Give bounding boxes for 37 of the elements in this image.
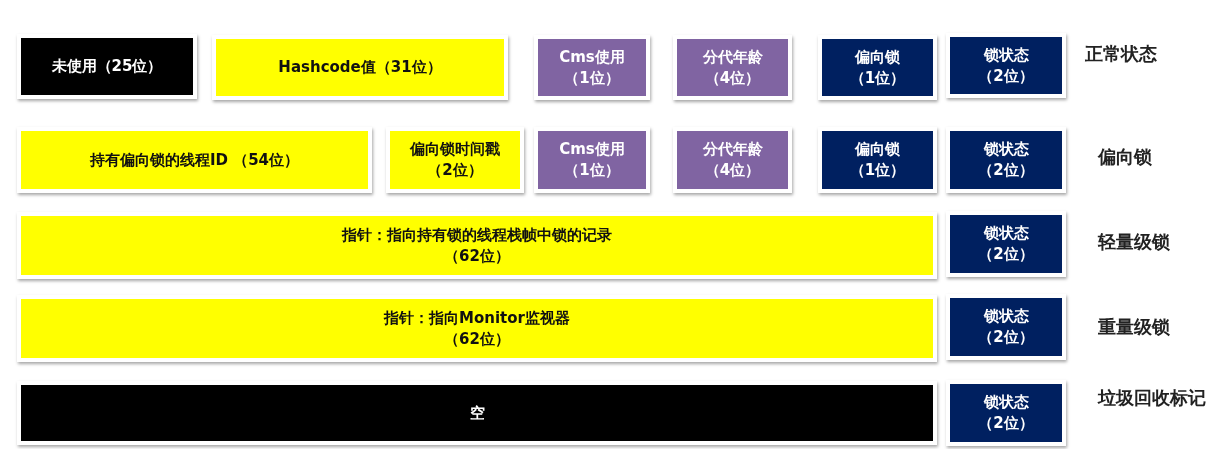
bit-field-label: Cms使用 [559,46,625,68]
bit-field-label: 空 [469,402,485,424]
bit-field-label: 偏向锁 [855,139,900,160]
bit-field-label: 分代年龄 [702,139,763,160]
bit-field-label: 偏向锁时间戳 [410,139,500,160]
row-state-label: 正常状态 [1085,42,1157,66]
bit-field-label: （4位） [704,160,761,181]
bit-field-label: Hashcode值（31位） [278,57,442,78]
bit-field-label: （1位） [564,67,620,89]
bit-field-label: （1位） [564,160,620,181]
bit-field-label: （2位） [978,65,1034,87]
bit-field-label: （1位） [849,160,906,181]
bit-field-label: 偏向锁 [855,46,900,68]
bit-field-label: （4位） [704,67,761,89]
bit-field-label: （62位） [444,245,510,267]
bit-field-label: 锁状态 [983,392,1029,413]
bit-field-label: 分代年龄 [702,46,763,68]
bit-field-label: Cms使用 [559,139,625,160]
row-state-label: 偏向锁 [1098,145,1152,169]
bit-field-label: 锁状态 [983,44,1029,66]
bit-field-label: （2位） [978,244,1034,265]
bit-field-label: （62位） [444,328,510,350]
bit-field-label: （2位） [427,160,483,181]
bit-field-label: （2位） [978,413,1034,434]
row-state-label: 重量级锁 [1098,315,1170,339]
bit-field-label: （2位） [978,327,1034,348]
bit-field-label: 指针：指向Monitor监视器 [384,307,570,329]
bit-field-label: 未使用（25位） [51,56,163,77]
bit-field-label: （1位） [849,67,906,89]
row-state-label: 垃圾回收标记 [1098,386,1206,410]
bit-field-label: （2位） [978,160,1034,181]
bit-field-label: 锁状态 [983,223,1029,244]
bit-field-label: 持有偏向锁的线程ID （54位） [89,149,300,171]
bit-field-label: 锁状态 [983,139,1029,160]
bit-field-label: 锁状态 [983,306,1029,327]
row-state-label: 轻量级锁 [1098,230,1170,254]
bit-field-label: 指针：指向持有锁的线程栈帧中锁的记录 [342,224,612,246]
